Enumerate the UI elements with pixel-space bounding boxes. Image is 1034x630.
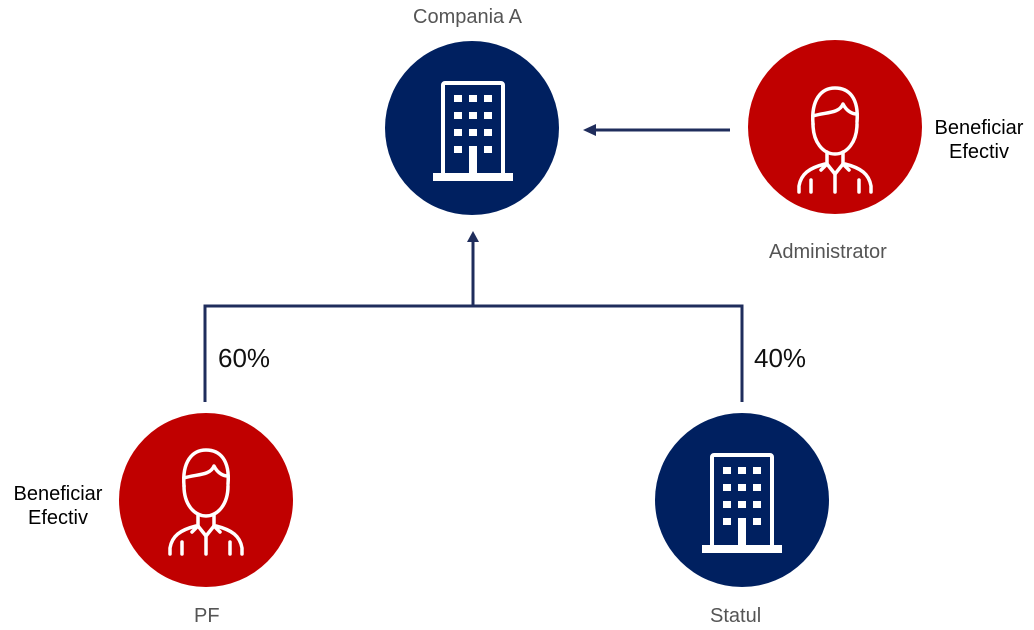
pf-circle [119, 413, 293, 587]
ownership-bracket [203, 304, 744, 402]
statul-label: Statul [710, 605, 762, 627]
arrowhead-left [583, 124, 596, 136]
arrowhead-up [467, 231, 479, 242]
node-company [385, 41, 559, 215]
statul-share-label: 40% [754, 343, 807, 373]
building-icon [700, 453, 784, 555]
beneficiary-line-1: Beneficiar [934, 117, 1024, 139]
pf-share-label: 60% [218, 343, 271, 373]
pf-beneficiary-tag: Beneficiar Efectiv [8, 482, 108, 530]
node-statul [655, 413, 829, 587]
building-icon [431, 81, 515, 183]
beneficiary-line-1: Beneficiar [13, 483, 103, 505]
beneficiary-line-2: Efectiv [948, 141, 1010, 163]
administrator-label: Administrator [769, 241, 887, 263]
company-label: Compania A [413, 6, 522, 28]
beneficiary-line-2: Efectiv [27, 507, 89, 529]
pf-label: PF [194, 605, 220, 627]
company-circle [385, 41, 559, 215]
statul-circle [655, 413, 829, 587]
node-pf [119, 413, 293, 587]
node-administrator [748, 40, 922, 214]
administrator-circle [748, 40, 922, 214]
connector-lines [203, 128, 744, 402]
administrator-beneficiary-tag: Beneficiar Efectiv [929, 116, 1029, 164]
